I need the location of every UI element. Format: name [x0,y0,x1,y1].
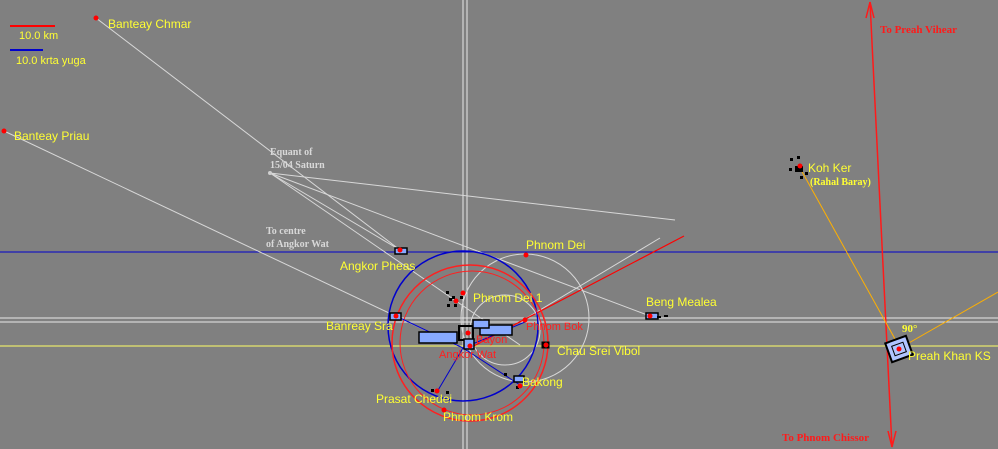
blue-circle [387,250,539,402]
label-bayon: Bayon [476,334,507,346]
label-chau-srei-vibol: Chau Srei Vibol [557,344,640,358]
north-arrowhead [865,1,875,19]
label-phnom-dei: Phnom Dei [526,238,585,252]
label-banreay-sra: Banreay Sra [326,319,393,333]
west-baray [418,331,458,344]
blue-spoke-2 [462,347,521,386]
site-dots [1,15,902,413]
note-centre-line1: To centre [266,226,306,237]
equant-line-2 [269,172,676,221]
priau-line [3,130,464,349]
equant-line-1 [269,172,651,317]
north-baray [472,319,490,329]
label-angkor-pheas: Angkor Pheas [340,259,415,273]
label-preah-khan-ks: Preah Khan KS [908,349,991,363]
yuga-scale-label: 10.0 krta yuga [16,55,87,67]
km-scale-label: 10.0 km [19,30,58,42]
south-arrowhead [887,430,897,448]
east-line [899,291,998,349]
label-phnom-dei-1: Phnom Dei 1 [473,291,543,305]
note-equant-line1: Equant of [270,147,313,158]
label-phnom-bok: Phnom Bok [526,321,583,333]
label-bakong: Bakong [522,375,563,389]
note-angle: 90° [902,323,917,335]
koh-ker-line [799,167,901,349]
ne-grey-line [519,237,661,323]
equant-line-4 [269,172,401,251]
note-centre-line2: of Angkor Wat [266,239,330,250]
chmar-line [95,17,401,251]
blue-spoke-1 [436,347,464,393]
north-south-axis [869,1,893,448]
equant-line-3 [269,172,521,346]
bakong-rect [513,375,525,383]
structure-marks [431,156,808,394]
direction-north: To Preah Vihear [880,24,957,36]
label-rahal-baray: (Rahal Baray) [810,177,871,188]
label-banteay-chmar: Banteay Chmar [108,17,191,31]
label-koh-ker: Koh Ker [808,161,851,175]
label-phnom-krom: Phnom Krom [443,410,513,424]
label-prasat-chedei: Prasat Chedei [376,392,452,406]
label-banteay-priau: Banteay Priau [14,129,89,143]
label-beng-mealea: Beng Mealea [646,295,717,309]
direction-south: To Phnom Chissor [782,432,869,444]
east-baray [479,324,513,336]
grey-circle-inner [469,294,541,366]
note-equant-line2: 15/04 Saturn [270,160,325,171]
label-angkor-wat: Angkor Wat [439,349,496,361]
